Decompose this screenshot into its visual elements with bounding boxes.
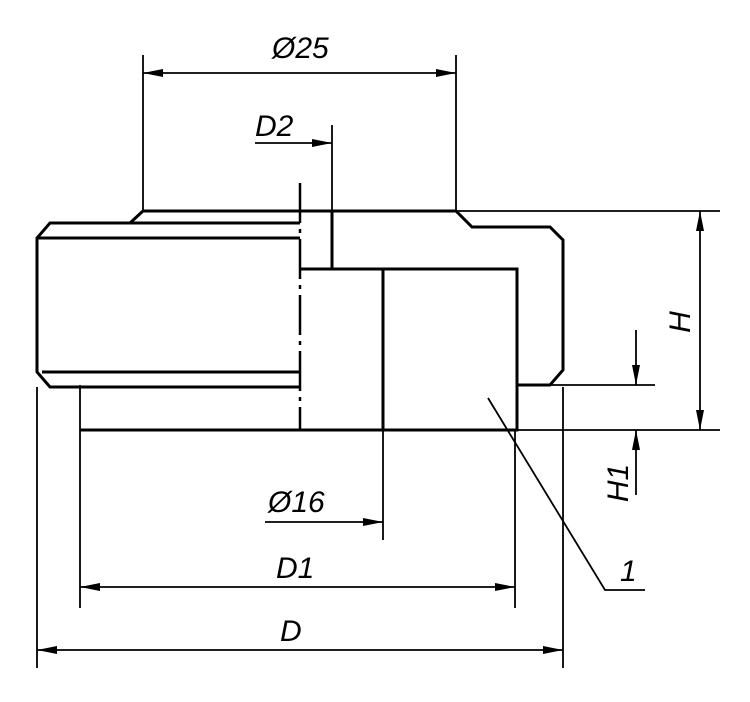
threaded-body-outline — [35, 209, 383, 432]
label-d16: Ø16 — [267, 486, 325, 519]
housing-section — [330, 209, 565, 387]
label-d2: D2 — [255, 110, 294, 143]
label-item-1: 1 — [620, 555, 637, 588]
label-h: H — [664, 311, 697, 333]
extension-lines — [36, 55, 720, 668]
label-h1: H1 — [602, 464, 635, 502]
label-d: D — [280, 615, 302, 648]
dimension-lines — [37, 69, 704, 654]
leader-item-1 — [487, 397, 645, 591]
label-d1: D1 — [276, 552, 314, 585]
label-d25: Ø25 — [271, 32, 329, 65]
insert-part-1 — [381, 267, 519, 432]
